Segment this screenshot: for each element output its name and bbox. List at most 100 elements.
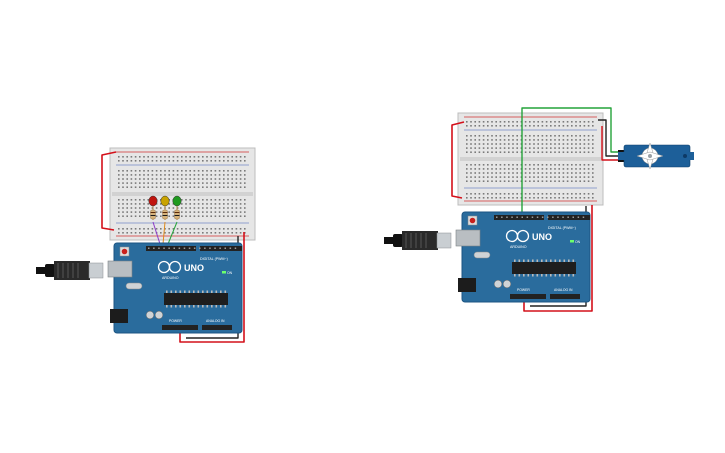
reset-button[interactable]	[121, 248, 128, 255]
chip-pin	[179, 305, 182, 308]
chip-pin	[170, 290, 173, 293]
resistor-band	[162, 215, 168, 216]
header-pin	[178, 247, 181, 249]
analog-header-label: ANALOG IN	[206, 319, 225, 323]
servo-tab	[682, 152, 694, 160]
chip-pin	[211, 290, 213, 293]
header-pin	[516, 216, 518, 218]
chip-pin	[541, 259, 543, 262]
chip-pin	[166, 305, 168, 308]
header-pin	[572, 216, 574, 218]
header-power	[510, 294, 546, 299]
header-pin	[577, 216, 580, 218]
chip-pin	[550, 274, 552, 277]
right-breadboard[interactable]	[457, 112, 604, 206]
board-logo-text: UNO	[532, 232, 552, 242]
right-usb-cable[interactable]	[384, 231, 452, 250]
wire-black-servo[interactable]	[598, 119, 620, 157]
header-pin	[214, 247, 216, 249]
resistor-band	[150, 215, 156, 216]
chip-pin	[541, 274, 543, 277]
usb-cable-wire	[384, 237, 394, 244]
board-pcb[interactable]	[113, 242, 243, 334]
header-pin	[224, 247, 226, 249]
chip-pin	[568, 259, 570, 262]
chip-pin	[220, 305, 222, 308]
chip-pin	[179, 290, 182, 293]
resistor-band	[174, 212, 180, 213]
header-pin	[229, 247, 232, 249]
usb-port[interactable]	[455, 229, 481, 247]
servo-screw	[648, 154, 652, 158]
usb-plug-metal	[436, 232, 452, 249]
chip-pin	[523, 274, 525, 277]
left-breadboard[interactable]	[109, 147, 256, 241]
header-digital-left	[146, 246, 196, 251]
chip-pin	[572, 274, 575, 277]
resistor[interactable]	[150, 209, 156, 220]
reset-button[interactable]	[469, 217, 476, 224]
usb-port[interactable]	[107, 260, 133, 278]
resistor[interactable]	[162, 209, 168, 220]
chip-pin	[563, 259, 566, 262]
header-pin	[183, 247, 186, 249]
header-pin	[234, 247, 237, 249]
chip-pin	[224, 305, 227, 308]
wire-orange-signal[interactable]	[162, 221, 166, 245]
chip-pin	[206, 305, 209, 308]
wire-green-signal[interactable]	[521, 107, 622, 212]
wire-red-rail[interactable]	[451, 121, 465, 199]
header-pin	[552, 216, 554, 218]
chip-pin	[202, 290, 204, 293]
wire-red-servo[interactable]	[601, 126, 618, 161]
capacitor	[154, 310, 164, 320]
resistor-band	[174, 215, 180, 216]
left-usb-cable[interactable]	[36, 261, 104, 280]
chip-pin	[224, 290, 227, 293]
chip-pin	[202, 305, 204, 308]
usb-plug-body[interactable]	[54, 261, 90, 280]
red-led[interactable]	[148, 195, 158, 207]
header-pin	[193, 247, 196, 249]
header-pin	[209, 247, 211, 249]
resistor[interactable]	[174, 209, 180, 220]
usb-cable-wire	[36, 267, 46, 274]
dc-power-jack[interactable]	[110, 309, 128, 323]
dc-power-jack[interactable]	[458, 278, 476, 292]
header-pin	[173, 247, 175, 249]
micro-servo[interactable]	[618, 142, 694, 170]
chip-pin	[175, 305, 177, 308]
wire-red-gnd[interactable]	[523, 205, 593, 312]
digital-header-label: DIGITAL (PWM~)	[548, 226, 576, 230]
chip-pin	[527, 274, 530, 277]
wire-red-rail[interactable]	[101, 151, 117, 231]
chip-pin	[166, 290, 168, 293]
chip-pin	[514, 274, 516, 277]
wire-red-gnd[interactable]	[179, 232, 245, 343]
usb-cable-strain	[393, 234, 403, 247]
header-pin	[526, 216, 529, 218]
wire-green-signal[interactable]	[167, 221, 178, 245]
yellow-led[interactable]	[160, 195, 170, 207]
atmega-chip	[164, 293, 228, 305]
chip-pin	[193, 305, 195, 308]
header-pin	[582, 216, 585, 218]
header-digital-left	[494, 215, 544, 220]
chip-pin	[518, 259, 521, 262]
chip-pin	[184, 305, 186, 308]
chip-pin	[514, 259, 516, 262]
usb-plug-body[interactable]	[402, 231, 438, 250]
chip-pin	[554, 259, 557, 262]
chip-pin	[175, 290, 177, 293]
infinity-logo-icon	[516, 229, 530, 243]
header-pin	[541, 216, 544, 218]
wire-purple-signal[interactable]	[152, 221, 161, 245]
board-brand-text: ARDUINO	[162, 276, 179, 280]
chip-pin	[568, 274, 570, 277]
chip-pin	[518, 274, 521, 277]
board-pcb[interactable]	[461, 211, 591, 303]
green-led[interactable]	[172, 195, 182, 207]
